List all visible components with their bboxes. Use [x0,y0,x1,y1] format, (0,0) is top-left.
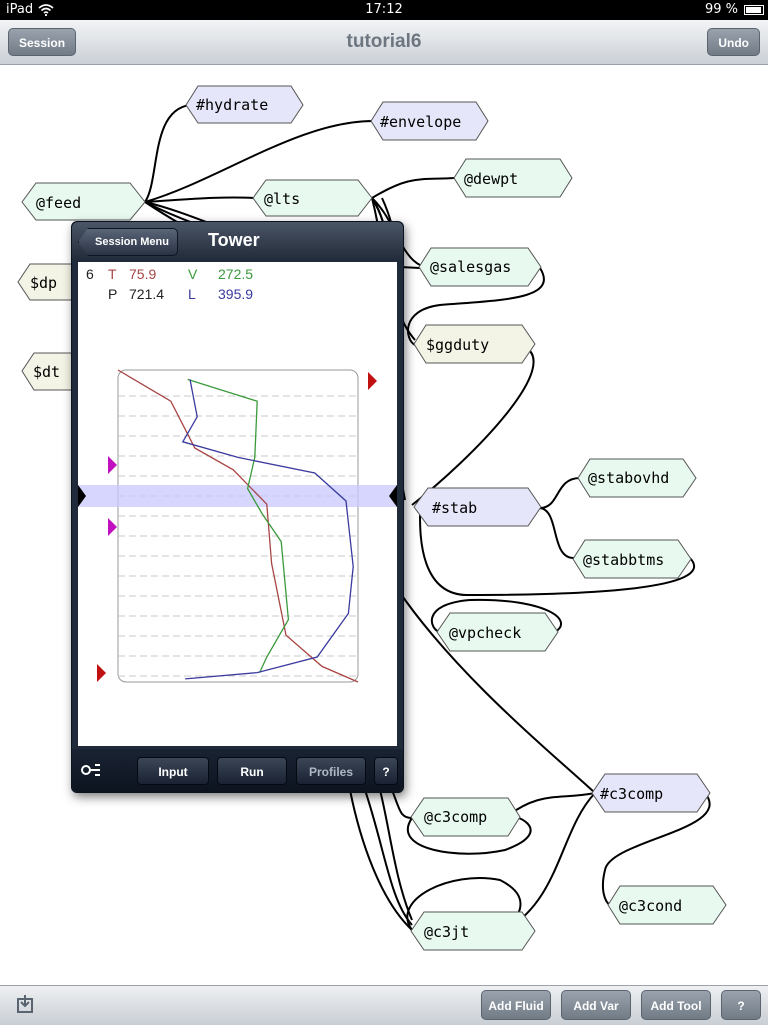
node-label: $dt [33,363,60,381]
node-stabovhd[interactable]: @stabovhd [577,458,697,498]
pressure-value: 721.4 [129,286,165,302]
node-label: #hydrate [196,96,268,114]
session-menu-button[interactable]: Session Menu [78,228,178,256]
undo-button[interactable]: Undo [707,28,760,56]
tower-header: Session Menu Tower [72,222,403,260]
node-salesgas[interactable]: @salesgas [418,247,542,287]
stream-marker [97,664,106,682]
node-label: @c3comp [424,808,487,826]
node-stab[interactable]: #stab [413,487,542,527]
node-lts[interactable]: @lts [252,179,373,217]
vapor-label: V [188,266,198,282]
node-c3jt[interactable]: @c3jt [410,911,536,951]
add-fluid-button[interactable]: Add Fluid [481,990,551,1020]
liquid-value: 395.9 [218,286,254,302]
connector-icon[interactable] [80,761,102,779]
liquid-label: L [188,286,196,302]
profile-line-vapor [187,378,290,673]
battery-icon [744,5,764,15]
node-c3comp-tool[interactable]: #c3comp [591,773,711,813]
node-label: @vpcheck [449,624,521,642]
import-icon[interactable] [16,994,36,1014]
tower-title: Tower [208,230,260,250]
node-dewpt[interactable]: @dewpt [453,158,573,198]
add-var-button[interactable]: Add Var [561,990,631,1020]
temp-value: 75.9 [129,266,157,282]
selected-stage-band [78,485,397,507]
node-stabbtms[interactable]: @stabbtms [572,539,692,579]
stream-marker [108,456,117,474]
nav-bar: Session tutorial6 Undo [0,20,768,65]
stream-marker [368,372,377,390]
node-label: @stabovhd [588,469,669,487]
node-label: @c3jt [424,923,469,941]
node-feed[interactable]: @feed [21,182,146,221]
stream-marker [108,518,117,536]
tower-toolbar: Input Run Profiles ? [72,749,403,792]
session-button[interactable]: Session [8,28,77,56]
battery-percent: 99 % [704,2,738,17]
node-c3comp-stream[interactable]: @c3comp [410,797,521,837]
node-ggduty[interactable]: $ggduty [413,324,536,364]
help-button[interactable]: ? [721,990,761,1020]
clock: 17:12 [365,2,403,17]
vapor-value: 272.5 [218,266,254,282]
tower-body: 6 T 75.9 V 272.5 P 721.4 L 395.9 [78,262,397,746]
selected-stage-left-marker [78,485,86,507]
stage-number: 6 [86,266,94,282]
node-label: @c3cond [619,897,682,915]
status-bar: iPad 17:12 99 % [0,0,768,20]
document-title: tutorial6 [346,31,422,52]
profile-line-temperature [117,369,359,683]
node-dp[interactable]: $dp [17,263,76,301]
node-envelope[interactable]: #envelope [370,101,489,141]
node-c3cond[interactable]: @c3cond [607,885,727,925]
node-label: @salesgas [430,258,511,276]
wifi-icon [38,4,54,16]
input-button[interactable]: Input [137,757,209,785]
node-label: @stabbtms [583,551,664,569]
node-dt[interactable]: $dt [21,352,76,391]
run-button[interactable]: Run [217,757,287,785]
selected-stage-right-marker [389,485,397,507]
pressure-label: P [108,286,118,302]
node-vpcheck[interactable]: @vpcheck [436,612,559,652]
temp-label: T [108,266,117,282]
profile-line-liquid [181,379,354,680]
tower-panel: Session Menu Tower 6 T 75.9 V 272.5 P 72… [71,221,404,793]
bottom-toolbar: Add Fluid Add Var Add Tool ? [0,985,768,1025]
node-label: $ggduty [426,336,489,354]
node-label: #c3comp [600,785,663,803]
device-label: iPad [6,2,34,17]
node-label: $dp [30,274,57,292]
tower-help-button[interactable]: ? [374,757,398,785]
node-label: @dewpt [464,170,518,188]
node-label: @feed [36,194,81,212]
tower-profile-chart[interactable] [78,262,397,746]
add-tool-button[interactable]: Add Tool [641,990,711,1020]
node-label: #stab [432,499,477,517]
chart-frame [117,369,359,683]
node-label: #envelope [380,113,461,131]
node-label: @lts [264,190,300,208]
node-hydrate[interactable]: #hydrate [185,85,304,124]
profiles-button[interactable]: Profiles [296,757,366,785]
